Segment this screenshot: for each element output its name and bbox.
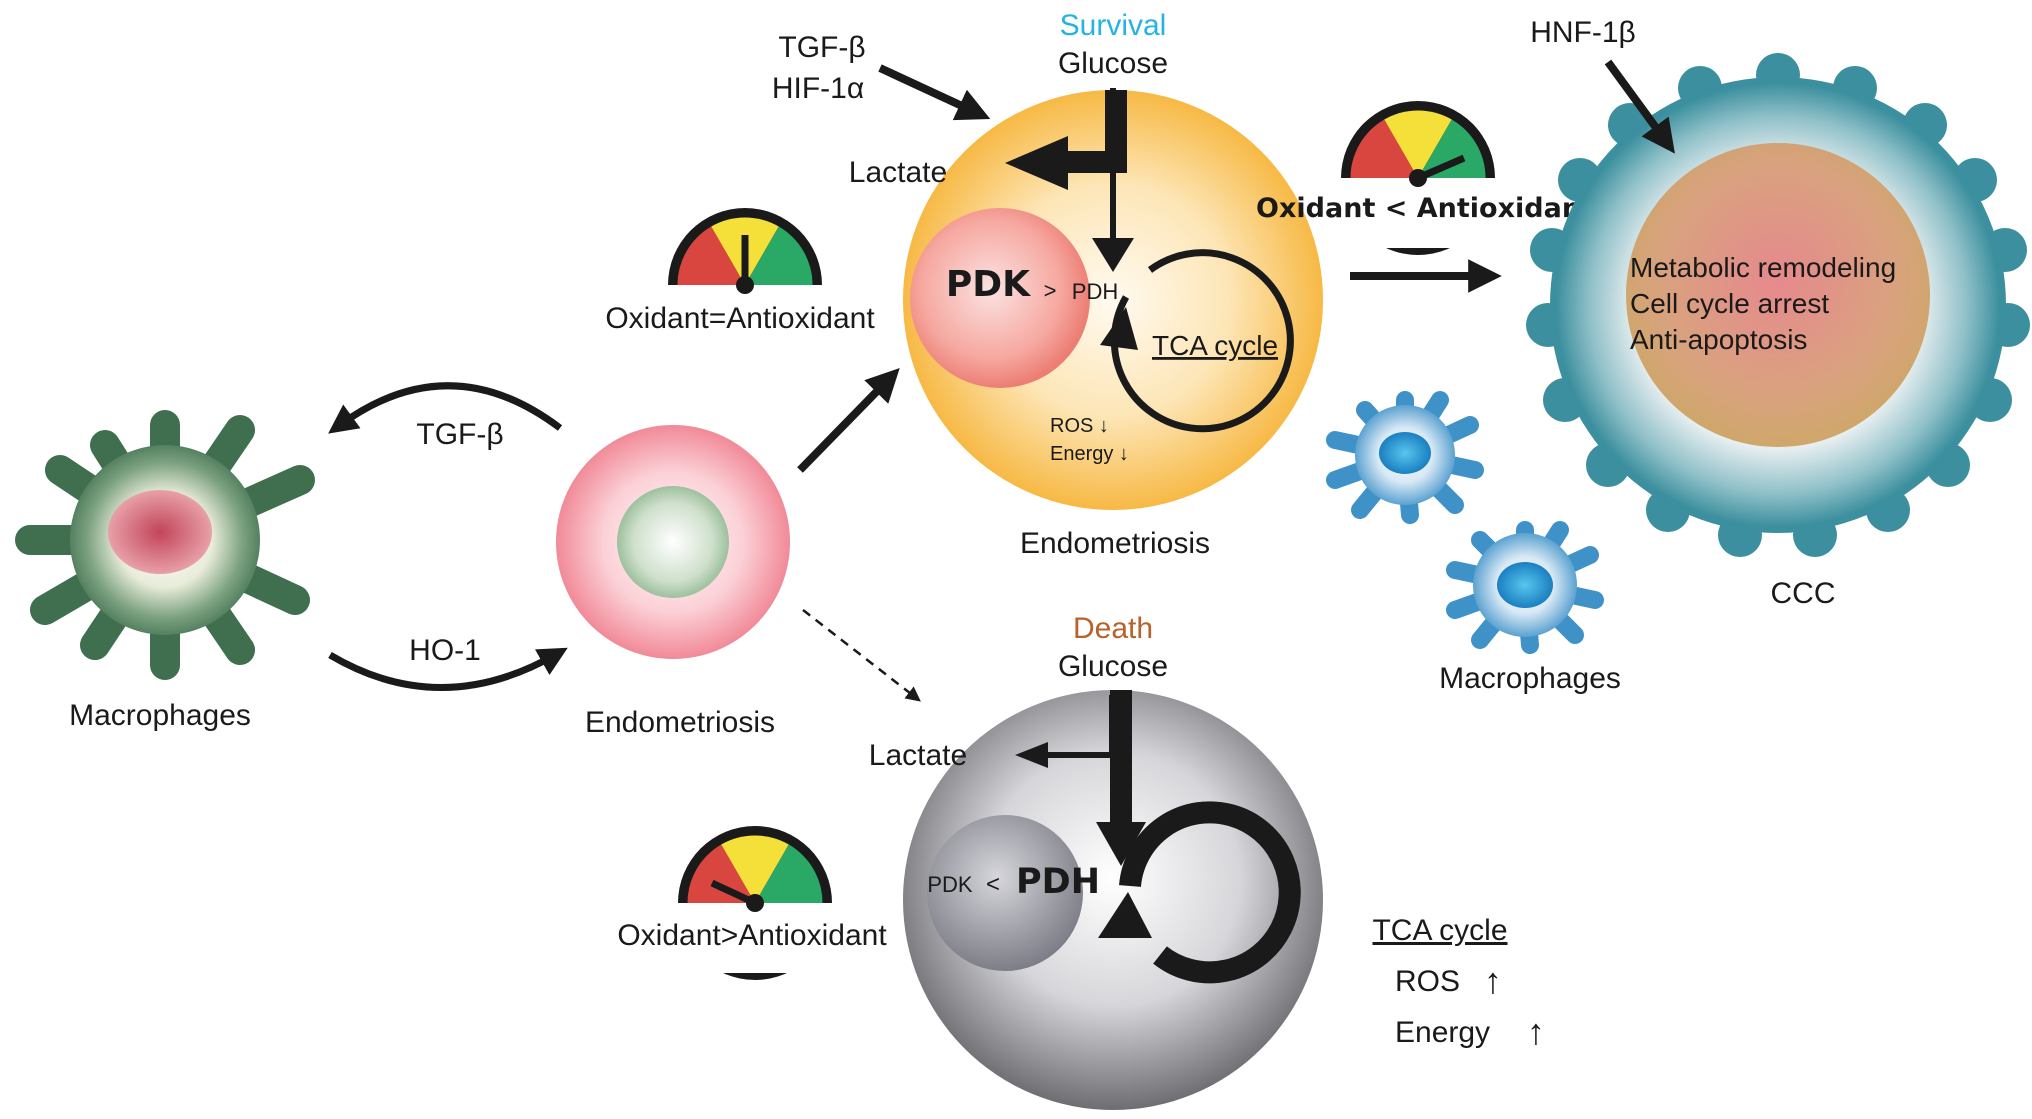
ho1-arrow-label: HO-1 [409,634,481,667]
tgf-beta-arrow [328,382,563,434]
ccc-label: CCC [1771,577,1836,610]
death-lactate: Lactate [869,739,967,772]
survival-lactate: Lactate [849,156,947,189]
survival-pdh: PDH [1072,279,1118,304]
ccc-line-1: Metabolic remodeling [1630,252,1896,283]
endometriosis-center-label: Endometriosis [585,706,775,739]
survival-cell [903,88,1323,510]
arrow-hnf-to-ccc [1604,59,1675,154]
macrophages-right-label: Macrophages [1439,662,1621,695]
survival-energy: Energy ↓ [1050,443,1129,465]
death-ros-arrow: ↑ [1484,960,1502,1001]
endometriosis-cell [556,425,790,659]
death-energy-arrow: ↑ [1527,1011,1545,1052]
survival-status: Survival [1060,9,1167,42]
ho1-arrow [328,647,568,691]
death-relation: < [986,871,1000,898]
macrophage-blue-1 [1326,391,1484,524]
gauge-balanced [660,208,830,375]
death-glucose: Glucose [1058,650,1168,683]
survival-pdk: PDK [946,264,1031,305]
arrow-to-survival-cell [878,64,991,121]
death-ros: ROS [1395,965,1460,998]
death-status: Death [1073,612,1153,645]
death-tca: TCA cycle [1372,914,1507,947]
endometriosis-top-label: Endometriosis [1020,527,1210,560]
macrophage-left [15,410,315,680]
ccc-line-2: Cell cycle arrest [1630,288,1829,319]
survival-tca: TCA cycle [1152,330,1278,361]
gauge-death [670,826,840,980]
death-energy: Energy [1395,1016,1490,1049]
macrophages-left-label: Macrophages [69,699,251,732]
survival-glucose: Glucose [1058,47,1168,80]
death-cell [903,690,1323,1110]
tgf-beta-arrow-label: TGF-β [416,418,503,451]
ccc-cell [1526,53,2030,557]
death-pdh: PDH [1016,862,1100,902]
ccc-line-3: Anti-apoptosis [1630,324,1807,355]
gauge-survival-label: Oxidant < Antioxidant [1256,193,1594,224]
survival-relation: > [1044,278,1057,303]
hnf-1-beta-label: HNF-1β [1530,16,1636,49]
survival-ros: ROS ↓ [1050,415,1109,437]
arrow-to-survival [797,367,900,473]
death-pdk: PDK [927,872,973,897]
gauge-balanced-label: Oxidant=Antioxidant [605,302,875,335]
tgf-beta-label: TGF-β [778,31,865,64]
gauge-death-label: Oxidant>Antioxidant [617,919,887,952]
macrophage-blue-2 [1446,521,1604,654]
arrow-to-death [802,609,921,702]
gauge-survival [1333,101,1503,255]
hif-1-alpha-label: HIF-1α [772,72,864,105]
